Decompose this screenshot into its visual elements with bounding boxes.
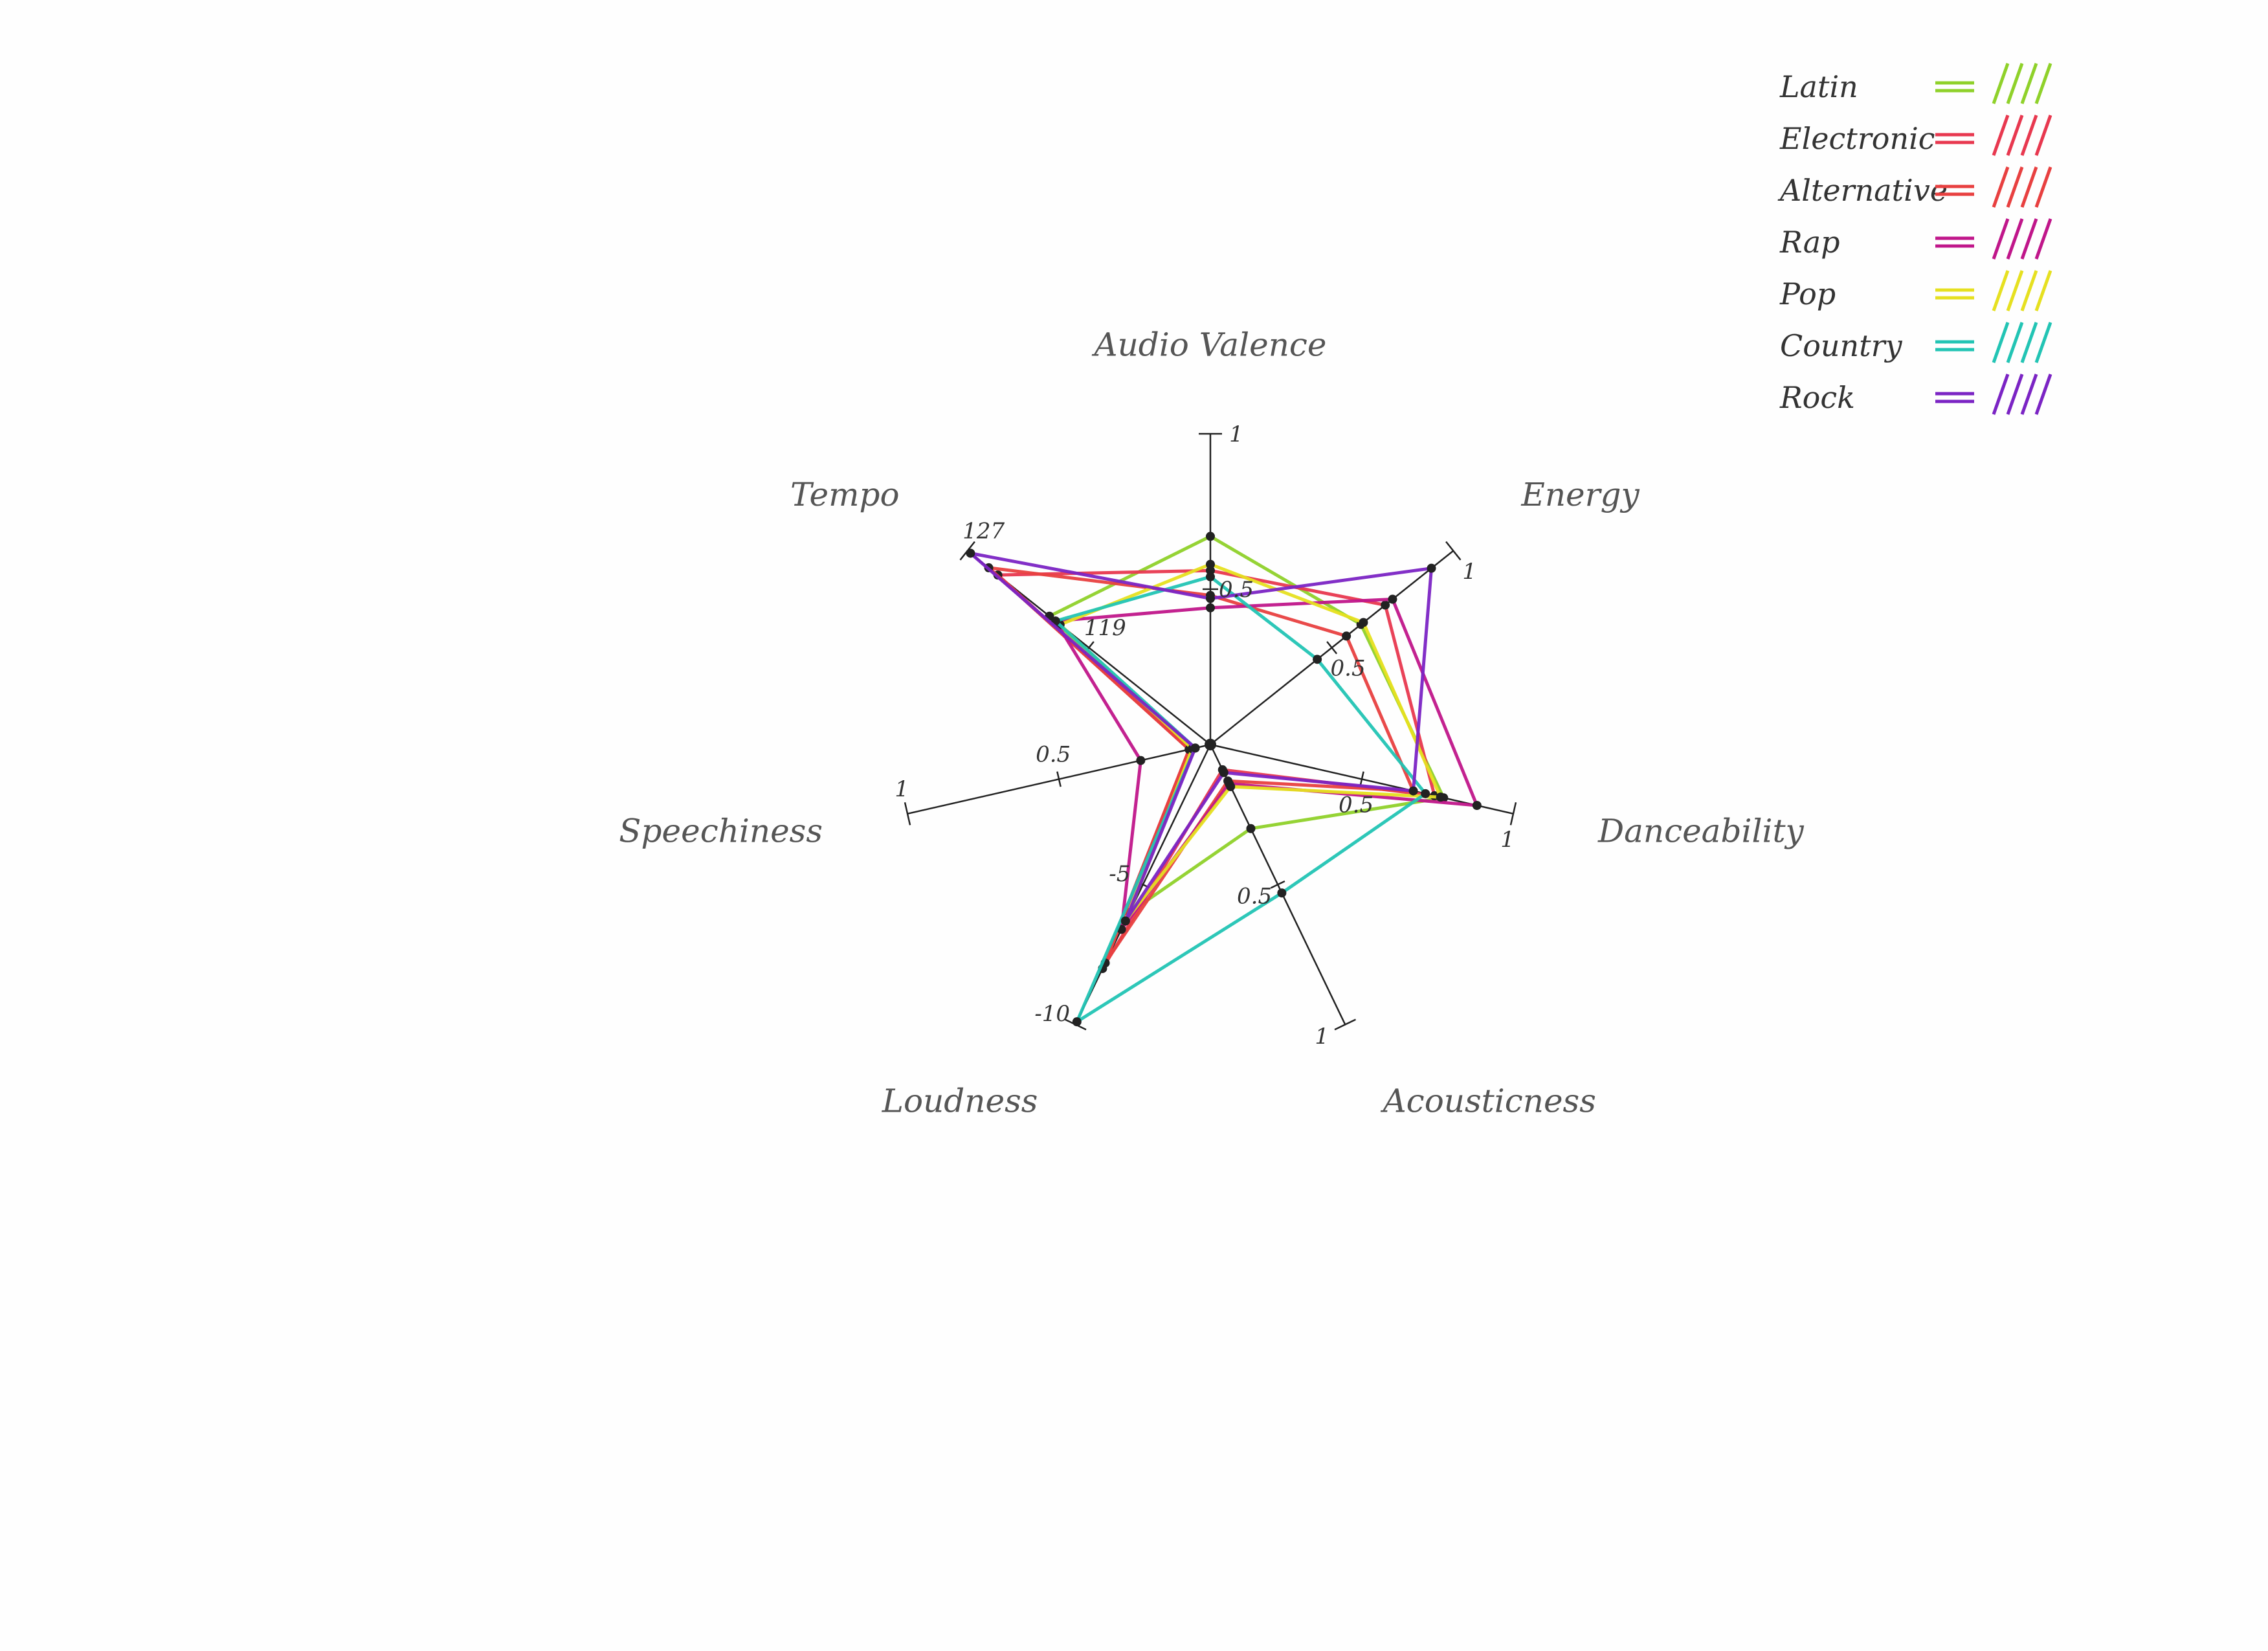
axis-tick-danceability — [1509, 802, 1517, 826]
legend-hatch-latin — [2034, 63, 2052, 104]
legend-hatch-rock — [2020, 374, 2038, 415]
legend-hatch-pop — [2020, 270, 2038, 311]
series-pop-point-acousticness — [1226, 781, 1236, 791]
tick-label-speechiness: 1 — [895, 776, 909, 802]
series-rock-point-speechiness — [1190, 743, 1200, 753]
legend-hatch-rap — [2034, 218, 2052, 260]
legend-hatch-rap — [2006, 218, 2024, 260]
series-country-line — [1054, 575, 1427, 1024]
legend-hatch-latin — [2020, 63, 2038, 104]
series-rock-point-acousticness — [1219, 768, 1228, 778]
series-rap-point-energy — [1388, 594, 1397, 604]
series-country-point-audio-valence — [1206, 572, 1215, 581]
legend-hatch-electronic — [2020, 115, 2038, 156]
axis-tick-energy — [1326, 641, 1338, 655]
series-latin-point-acousticness — [1246, 824, 1256, 833]
center-point — [1205, 739, 1216, 750]
tick-label-speechiness: 0.5 — [1036, 741, 1071, 767]
axis-tick-acousticness — [1270, 880, 1285, 889]
legend-label-pop: Pop — [1779, 276, 1836, 311]
series-country-point-energy — [1313, 655, 1322, 664]
legend-hatch-country — [2034, 322, 2052, 363]
tick-label-acousticness: 0.5 — [1237, 884, 1272, 910]
series-rock-point-tempo — [966, 548, 975, 558]
series-alternative-point-energy — [1342, 631, 1351, 641]
tick-label-loudness: -5 — [1109, 861, 1130, 887]
axis-tick-acousticness — [1334, 1018, 1357, 1031]
series-pop-point-energy — [1359, 618, 1368, 627]
legend-label-alternative: Alternative — [1777, 173, 1948, 208]
series-rock-point-danceability — [1408, 786, 1418, 796]
tick-label-energy: 0.5 — [1331, 656, 1366, 682]
axis-label-tempo: Tempo — [790, 476, 900, 513]
legend-label-country: Country — [1780, 328, 1903, 363]
axis-label-speechiness: Speechiness — [619, 813, 823, 850]
legend-label-latin: Latin — [1779, 69, 1858, 104]
series-rock-point-loudness — [1120, 916, 1130, 926]
series-latin-point-audio-valence — [1206, 532, 1215, 541]
tick-label-audio-valence: 0.5 — [1219, 577, 1254, 603]
series-rap-point-speechiness — [1136, 756, 1146, 765]
legend-hatch-rap — [2020, 218, 2038, 260]
series-country-point-danceability — [1421, 789, 1430, 798]
legend-hatch-alternative — [2034, 166, 2052, 208]
tick-label-danceability: 0.5 — [1339, 792, 1373, 818]
legend-hatch-electronic — [1992, 115, 2010, 156]
legend-label-electronic: Electronic — [1779, 121, 1935, 156]
tick-label-loudness: -10 — [1034, 1001, 1070, 1027]
legend-hatch-electronic — [2006, 115, 2024, 156]
legend-hatch-latin — [1992, 63, 2010, 104]
axis-tick-speechiness — [1056, 771, 1062, 787]
axis-tick-energy — [1445, 541, 1462, 561]
tick-label-danceability: 1 — [1500, 827, 1515, 853]
axis-label-acousticness: Acousticness — [1381, 1083, 1596, 1120]
legend-hatch-pop — [2006, 270, 2024, 311]
tick-label-audio-valence: 1 — [1229, 421, 1243, 447]
legend-hatch-country — [2020, 322, 2038, 363]
legend-hatch-pop — [1992, 270, 2010, 311]
axis-label-danceability: Danceability — [1597, 813, 1805, 850]
series-rock-point-audio-valence — [1206, 594, 1215, 603]
series-rock-point-energy — [1427, 563, 1436, 573]
axis-label-energy: Energy — [1520, 476, 1640, 513]
tick-label-acousticness: 1 — [1315, 1024, 1329, 1050]
series-rap-point-danceability — [1472, 800, 1482, 810]
axis-label-loudness: Loudness — [882, 1083, 1038, 1120]
series-electronic-point-energy — [1381, 600, 1390, 610]
series-pop-point-danceability — [1436, 792, 1445, 802]
legend-hatch-country — [2006, 322, 2024, 363]
legend-label-rock: Rock — [1779, 380, 1855, 415]
legend-hatch-electronic — [2034, 115, 2052, 156]
legend-hatch-rock — [2006, 374, 2024, 415]
tick-label-tempo: 127 — [962, 518, 1005, 544]
series-rap-point-audio-valence — [1206, 603, 1215, 612]
legend-hatch-rock — [2034, 374, 2052, 415]
legend-hatch-country — [1992, 322, 2010, 363]
legend-hatch-alternative — [2020, 166, 2038, 208]
tick-label-tempo: 119 — [1084, 615, 1126, 641]
legend-hatch-pop — [2034, 270, 2052, 311]
legend-hatch-latin — [2006, 63, 2024, 104]
series-country-point-loudness — [1072, 1017, 1082, 1027]
legend-hatch-rap — [1992, 218, 2010, 260]
axis-tick-speechiness — [904, 802, 911, 826]
series-pop-point-audio-valence — [1206, 559, 1215, 569]
legend-hatch-rock — [1992, 374, 2010, 415]
tick-label-energy: 1 — [1462, 559, 1476, 585]
legend-hatch-alternative — [1992, 166, 2010, 208]
legend-hatch-alternative — [2006, 166, 2024, 208]
series-country-point-acousticness — [1277, 888, 1287, 898]
axis-label-audio-valence: Audio Valence — [1091, 326, 1326, 364]
series-electronic-point-audio-valence — [1206, 566, 1215, 576]
series-rock-line — [968, 552, 1433, 923]
legend-label-rap: Rap — [1779, 225, 1840, 260]
